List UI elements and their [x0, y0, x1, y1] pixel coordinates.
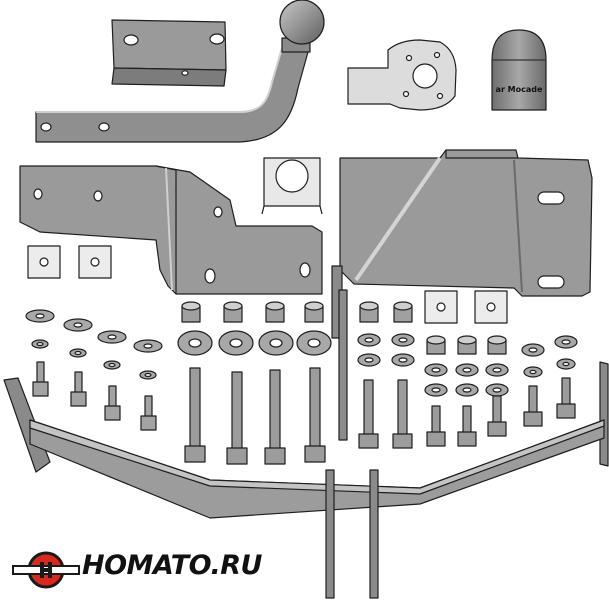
- saddle-plate: [261, 157, 323, 215]
- right-side-bracket: [331, 149, 593, 339]
- left-side-bracket: [19, 165, 323, 295]
- long-bolts: [184, 367, 413, 465]
- main-cross-beam: [3, 361, 609, 599]
- small-washers: [25, 309, 163, 380]
- logo-emblem-icon: [12, 551, 80, 589]
- small-bolts: [32, 361, 157, 431]
- medium-bolts: [426, 377, 576, 447]
- socket-bracket: [347, 39, 457, 111]
- lock-nuts: [181, 301, 507, 355]
- large-washers: [177, 330, 332, 356]
- ball-cover-cap: [491, 29, 547, 111]
- vertical-strip: [338, 289, 348, 441]
- brand-logo[interactable]: [12, 548, 232, 592]
- medium-washers: [357, 333, 578, 397]
- ball-cover-label: ar Mocade: [496, 85, 543, 94]
- brand-name: HOMATO.RU: [82, 550, 262, 581]
- top-square-bracket: [111, 19, 227, 87]
- tow-bar-with-ball: [35, 0, 325, 143]
